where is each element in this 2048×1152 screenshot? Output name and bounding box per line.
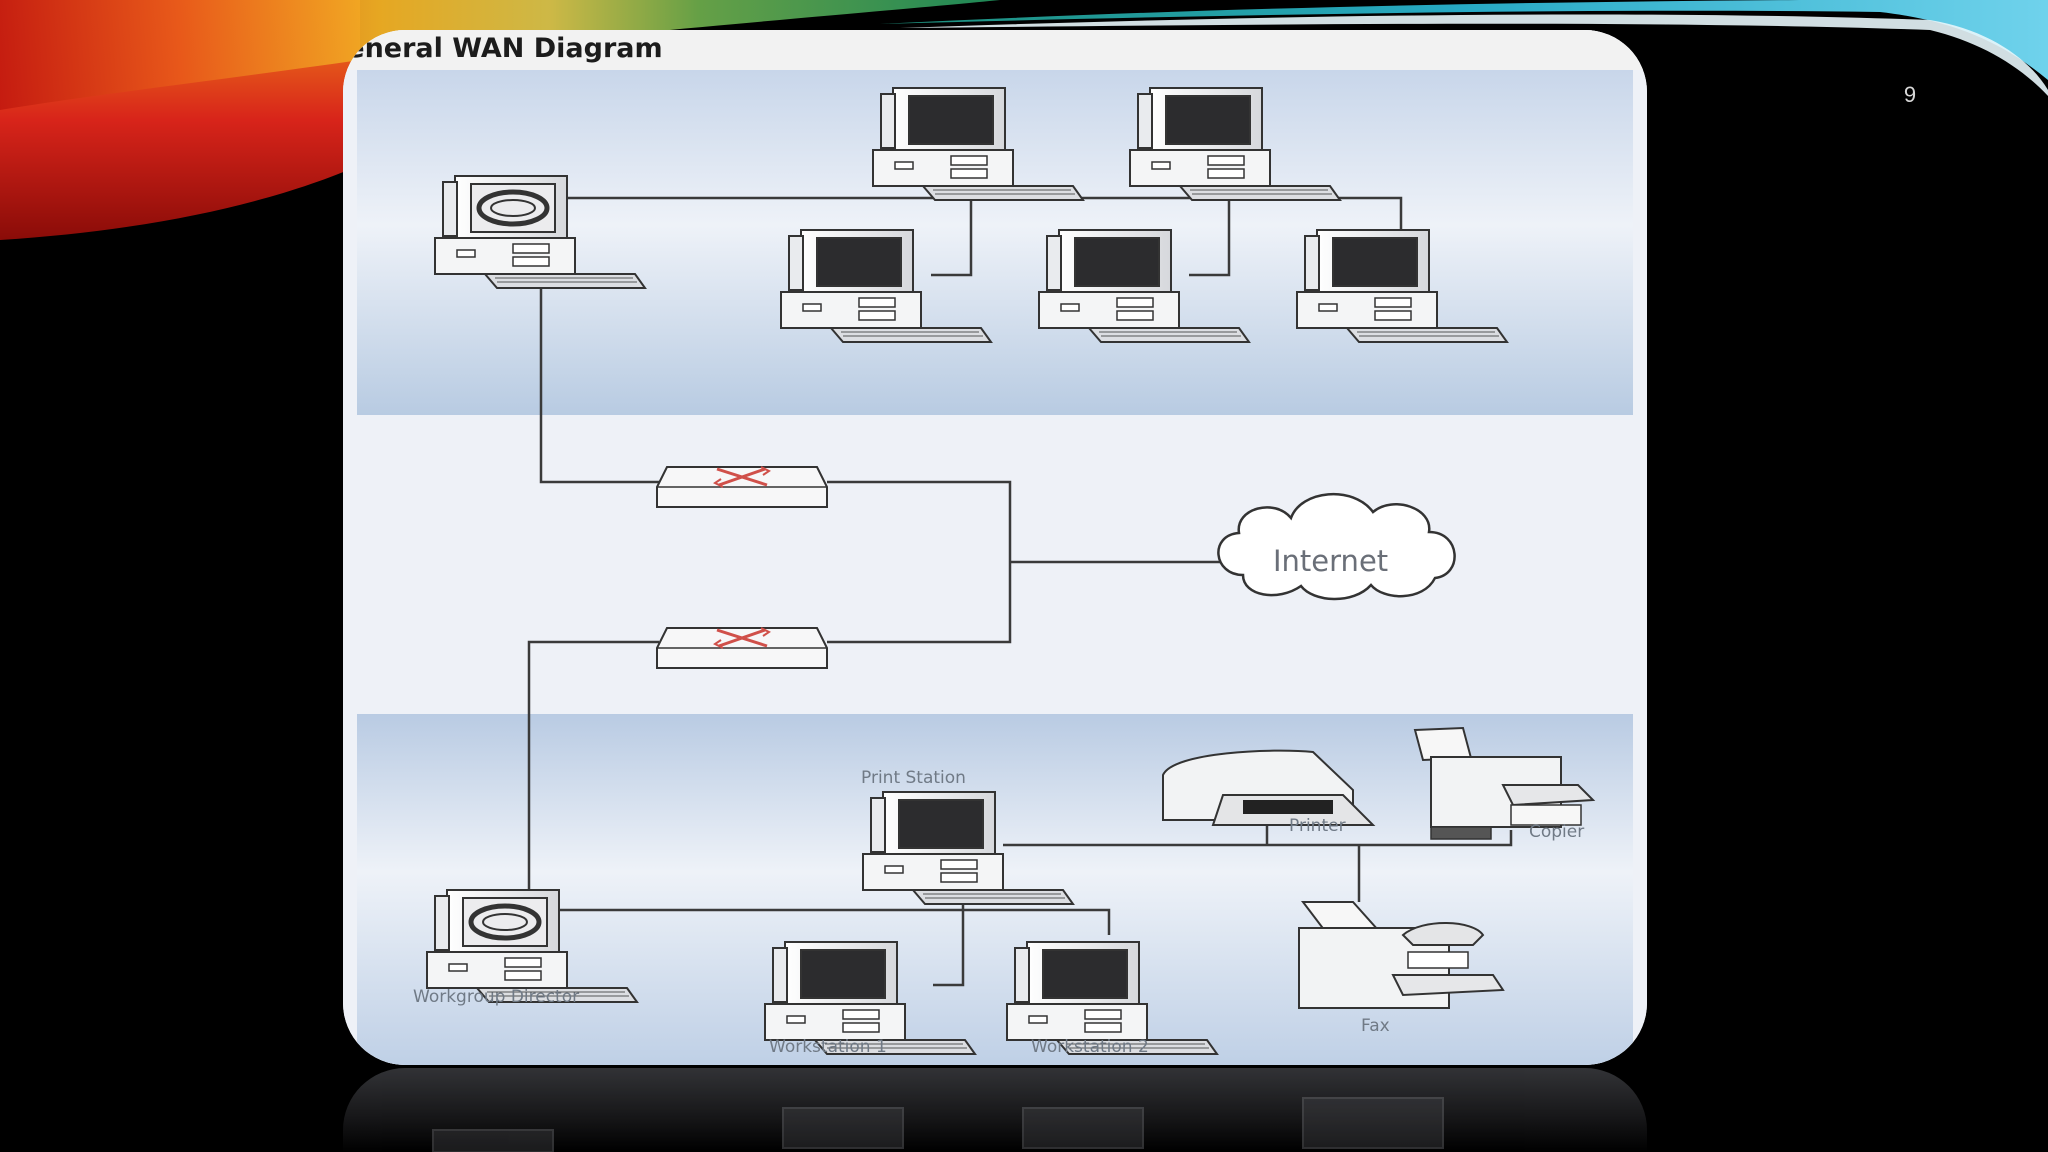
internet-cloud-icon: Internet <box>1217 492 1456 601</box>
fax-icon <box>1298 901 1505 1009</box>
router-icon <box>655 626 829 670</box>
print-station-label: Print Station <box>861 768 966 788</box>
fax-label: Fax <box>1361 1016 1390 1036</box>
internet-label: Internet <box>1273 544 1388 578</box>
decorative-swoosh <box>0 0 2048 240</box>
diagram-title: ieneral WAN Diagram <box>343 33 663 64</box>
printer-label: Printer <box>1289 816 1346 836</box>
network-links <box>463 178 1513 987</box>
slide-number: 9 <box>1903 82 1917 107</box>
workstation-2-label: Workstation 2 <box>1031 1037 1149 1057</box>
printer-icon <box>1162 749 1376 826</box>
wan-diagram-picture: ieneral WAN Diagram <box>343 30 1647 1065</box>
copier-icon <box>1413 726 1596 840</box>
workgroup-director-label: Workgroup Director <box>413 987 579 1007</box>
wan-diagram: ieneral WAN Diagram <box>343 30 1647 1065</box>
copier-label: Copier <box>1529 822 1584 842</box>
workstation-1-label: Workstation 1 <box>769 1037 887 1057</box>
router-icon <box>655 465 829 509</box>
picture-reflection <box>343 1068 1647 1152</box>
